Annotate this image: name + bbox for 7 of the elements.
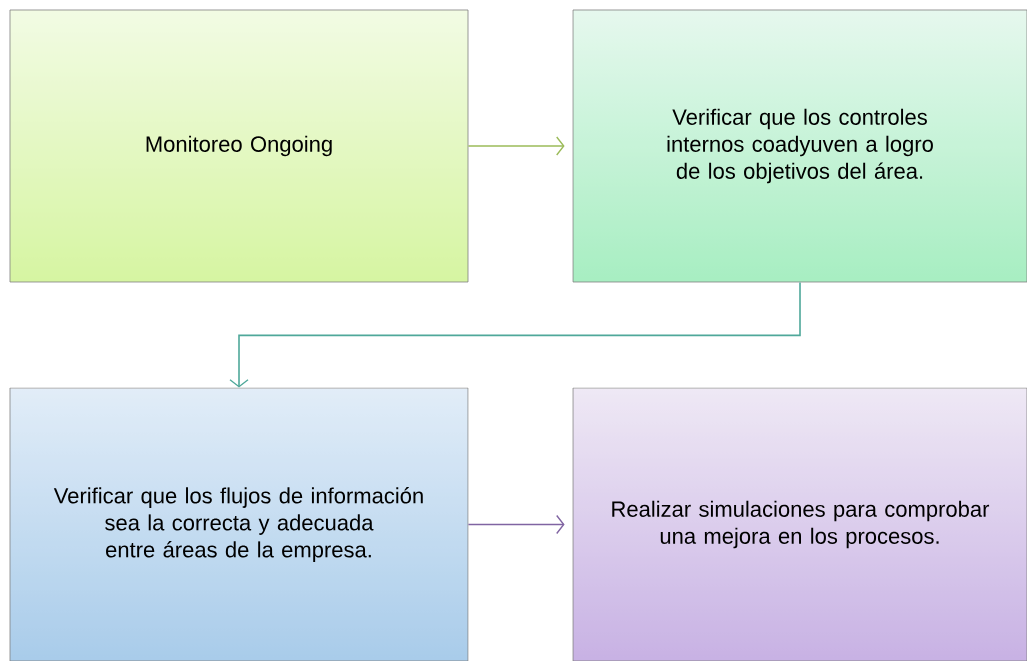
process-box: Verificar que los controles internos coadyuven a logro de los objetivos del área. bbox=[572, 9, 1027, 283]
arrow bbox=[467, 136, 565, 156]
process-box: Realizar simulaciones para comprobar una mejora en los procesos. bbox=[572, 387, 1027, 661]
arrow bbox=[229, 281, 801, 388]
arrow bbox=[467, 514, 565, 535]
process-box: Monitoreo Ongoing bbox=[9, 9, 469, 283]
process-box: Verificar que los flujos de información sea la correcta y adecuada entre áreas de la empresa. bbox=[9, 387, 469, 661]
